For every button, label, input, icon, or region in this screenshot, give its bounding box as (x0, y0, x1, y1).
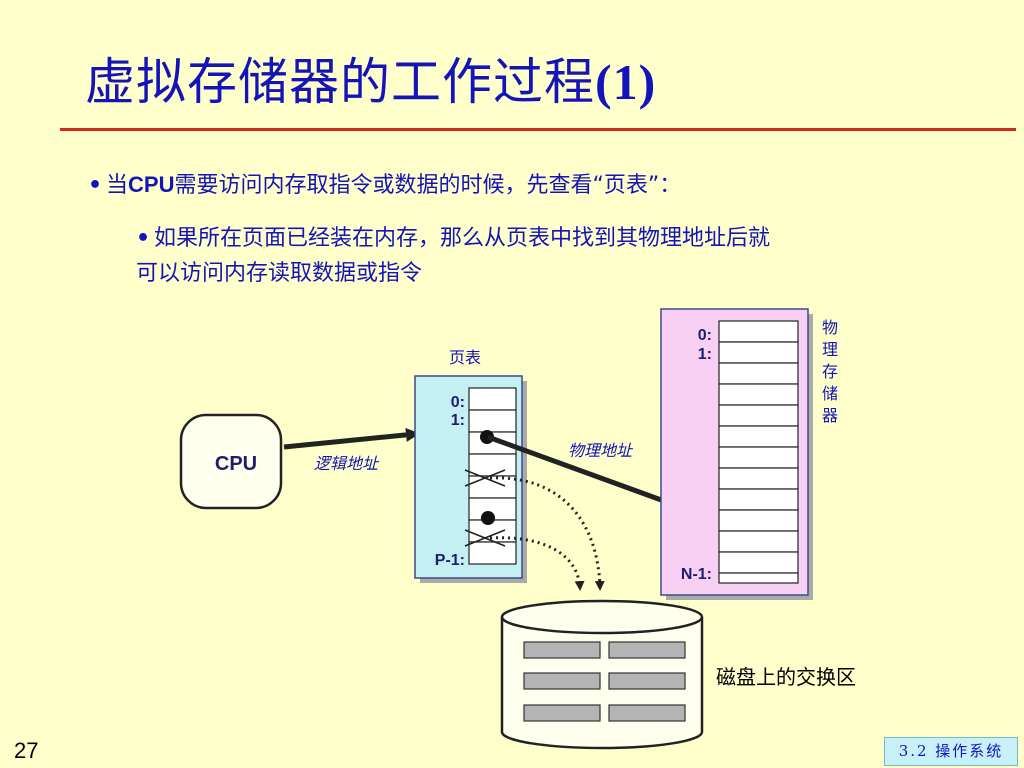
title-number: (1) (595, 54, 657, 110)
cpu-box (179, 413, 283, 510)
bullet-1-post: 需要访问内存取指令或数据的时候，先查看“页表”： (174, 173, 682, 198)
swap-arrow-1 (489, 476, 605, 591)
title-divider (60, 128, 1016, 131)
section-label: 3.2 操作系统 (884, 737, 1018, 766)
memory-row1-label: 1: (698, 346, 712, 363)
logical-address-label: 逻辑地址 (314, 454, 380, 473)
bullet-2: •如果所在页面已经装在内存，那么从页表中找到其物理地址后就可以访问内存读取数据或… (136, 221, 971, 291)
memory-last-label: N-1: (681, 566, 712, 583)
bullet-2-line2: 可以访问内存读取数据或指令 (136, 261, 423, 286)
memory-label-char: 物 (822, 318, 838, 337)
page-table-title: 页表 (449, 348, 481, 367)
page-table-row0-label: 0: (451, 394, 465, 411)
title-text: 虚拟存储器的工作过程 (85, 53, 595, 111)
page-table-row1-label: 1: (451, 412, 465, 429)
bullet-1-cpu: CPU (128, 172, 175, 197)
memory-label-char: 器 (822, 406, 838, 425)
page-table-entry-dot (481, 511, 495, 525)
bullet-dot: • (88, 173, 103, 198)
physical-address-label: 物理地址 (568, 441, 634, 460)
disk-cylinder (500, 599, 704, 750)
swap-arrow-2 (489, 536, 585, 591)
logical-address-arrow (283, 427, 420, 450)
bullet-1: •当CPU需要访问内存取指令或数据的时候，先查看“页表”： (88, 167, 681, 199)
disk-swap-label: 磁盘上的交换区 (716, 665, 856, 689)
memory-label-char: 储 (822, 384, 838, 403)
memory-vertical-label: 物 理 存 储 器 (822, 318, 838, 425)
bullet-1-pre: 当 (106, 173, 129, 198)
memory-label-char: 理 (822, 340, 838, 359)
physical-memory-cells (718, 320, 799, 584)
page-table-invalid-marks (464, 469, 506, 547)
slide-number: 27 (14, 738, 39, 763)
cpu-label: CPU (215, 453, 257, 475)
page-table-last-label: P-1: (435, 552, 465, 569)
memory-row0-label: 0: (698, 327, 712, 344)
bullet-dot: • (136, 226, 151, 251)
slide-title: 虚拟存储器的工作过程(1) (85, 42, 656, 114)
memory-label-char: 存 (822, 362, 838, 381)
page-table-cells (468, 387, 517, 565)
bullet-2-line1: 如果所在页面已经装在内存，那么从页表中找到其物理地址后就 (154, 226, 771, 251)
